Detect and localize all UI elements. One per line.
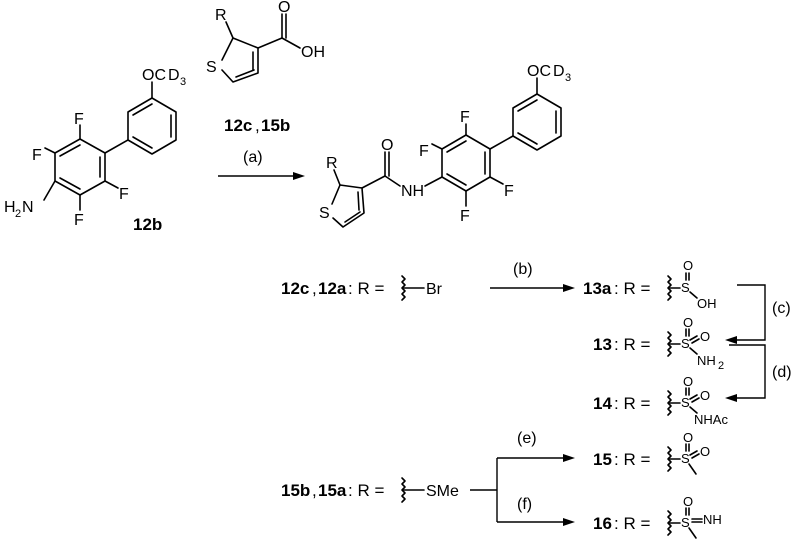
c16-s-atom: S: [681, 515, 690, 530]
row-sme-eq: : R =: [348, 481, 384, 500]
c13-o1-atom: O: [683, 315, 693, 330]
c13-nh-sub: 2: [718, 360, 724, 372]
sm-f-bottom: F: [74, 212, 84, 229]
arrow-d: (d): [725, 344, 792, 402]
product-f-bottom: F: [460, 208, 470, 225]
step-c-label: (c): [772, 300, 791, 317]
reagent-label-sep: ,: [255, 116, 260, 135]
reagent-s-atom: S: [206, 59, 217, 76]
sm-ocd3-sub: 3: [180, 76, 186, 88]
product-amide: R S O NH F F F F OC D 3: [319, 63, 571, 228]
row-sme-label-15a: 15a: [318, 481, 347, 500]
row-bromo: 12c , 12a : R = Br: [281, 275, 443, 301]
c13-label: 13: [593, 335, 612, 354]
product-r-label: R: [326, 155, 338, 172]
row-br-label-12c: 12c: [281, 279, 309, 298]
c13-nh-atom: NH: [697, 353, 716, 368]
row-br-sep: ,: [312, 279, 317, 298]
c14-s-atom: S: [681, 395, 690, 410]
step-e-label: (e): [517, 430, 537, 447]
sm-f-top: F: [74, 111, 84, 128]
product-f-left: F: [419, 143, 429, 160]
compound-14: 14 : R = S O O NHAc: [593, 374, 728, 427]
row-br-group: Br: [426, 281, 443, 298]
row-sme-group: SMe: [426, 483, 459, 500]
starting-material-12b: F F F F H 2 N OC D 3 12b: [4, 67, 186, 234]
sm-amine-n: N: [22, 199, 34, 216]
c13a-o-atom: O: [683, 258, 693, 273]
sm-amine-h: H: [4, 199, 16, 216]
reagent-label-15b: 15b: [261, 116, 290, 135]
c16-nh-atom: NH: [703, 512, 722, 527]
compound-13a: 13a : R = S O OH: [583, 258, 717, 311]
arrow-a: (a): [218, 149, 305, 180]
sm-label-12b: 12b: [133, 215, 162, 234]
row-sme: 15b , 15a : R = SMe: [281, 477, 459, 503]
c14-nhac-atom: NHAc: [694, 412, 728, 427]
c14-eq: : R =: [614, 394, 650, 413]
reagent-r-label: R: [215, 7, 227, 24]
compound-13: 13 : R = S O O NH 2: [593, 315, 724, 372]
product-nh-atom: NH: [401, 183, 424, 200]
step-d-label: (d): [772, 364, 792, 381]
product-ocd3-d: D: [553, 63, 565, 80]
c15-o1-atom: O: [683, 430, 693, 445]
product-ocd3-oc: OC: [527, 63, 551, 80]
product-o-atom: O: [381, 137, 393, 154]
reagent-label-12c: 12c: [224, 116, 252, 135]
sm-f-right: F: [119, 186, 129, 203]
c13-eq: : R =: [614, 335, 650, 354]
reagent-thiophene-acid: R S O OH 12c , 15b: [206, 0, 325, 135]
sm-amine-sub: 2: [15, 208, 21, 220]
product-f-top: F: [460, 109, 470, 126]
compound-15: 15 : R = S O O: [593, 430, 710, 475]
row-sme-sep: ,: [312, 481, 317, 500]
c16-o-atom: O: [683, 494, 693, 509]
c13-s-atom: S: [681, 336, 690, 351]
c15-o2-atom: O: [700, 444, 710, 459]
row-br-label-12a: 12a: [318, 279, 347, 298]
c14-o1-atom: O: [683, 374, 693, 389]
arrow-c: (c): [725, 284, 791, 344]
step-b-label: (b): [513, 261, 533, 278]
c16-label: 16: [593, 514, 612, 533]
sm-f-left: F: [32, 147, 42, 164]
product-ocd3-sub: 3: [565, 72, 571, 84]
c13a-oh-atom: OH: [697, 296, 717, 311]
c16-eq: : R =: [614, 514, 650, 533]
row-br-eq: : R =: [348, 279, 384, 298]
product-s-atom: S: [319, 205, 330, 222]
step-a-label: (a): [243, 149, 263, 166]
reagent-oh-atom: OH: [301, 44, 325, 61]
arrow-b: (b): [490, 261, 575, 292]
arrow-e-f: (e) (f): [470, 430, 575, 526]
product-f-right: F: [504, 183, 514, 200]
c13a-eq: : R =: [614, 279, 650, 298]
reagent-o-atom: O: [278, 0, 290, 16]
c15-eq: : R =: [614, 450, 650, 469]
c13a-s-atom: S: [681, 280, 690, 295]
c15-s-atom: S: [681, 451, 690, 466]
sm-ocd3-oc: OC: [142, 67, 166, 84]
c14-o2-atom: O: [700, 388, 710, 403]
c14-label: 14: [593, 394, 612, 413]
sm-ocd3-d: D: [168, 67, 180, 84]
row-sme-label-15b: 15b: [281, 481, 310, 500]
c13-o2-atom: O: [700, 329, 710, 344]
c15-label: 15: [593, 450, 612, 469]
step-f-label: (f): [517, 496, 532, 513]
compound-16: 16 : R = S O NH: [593, 494, 722, 539]
c13a-label: 13a: [583, 279, 612, 298]
